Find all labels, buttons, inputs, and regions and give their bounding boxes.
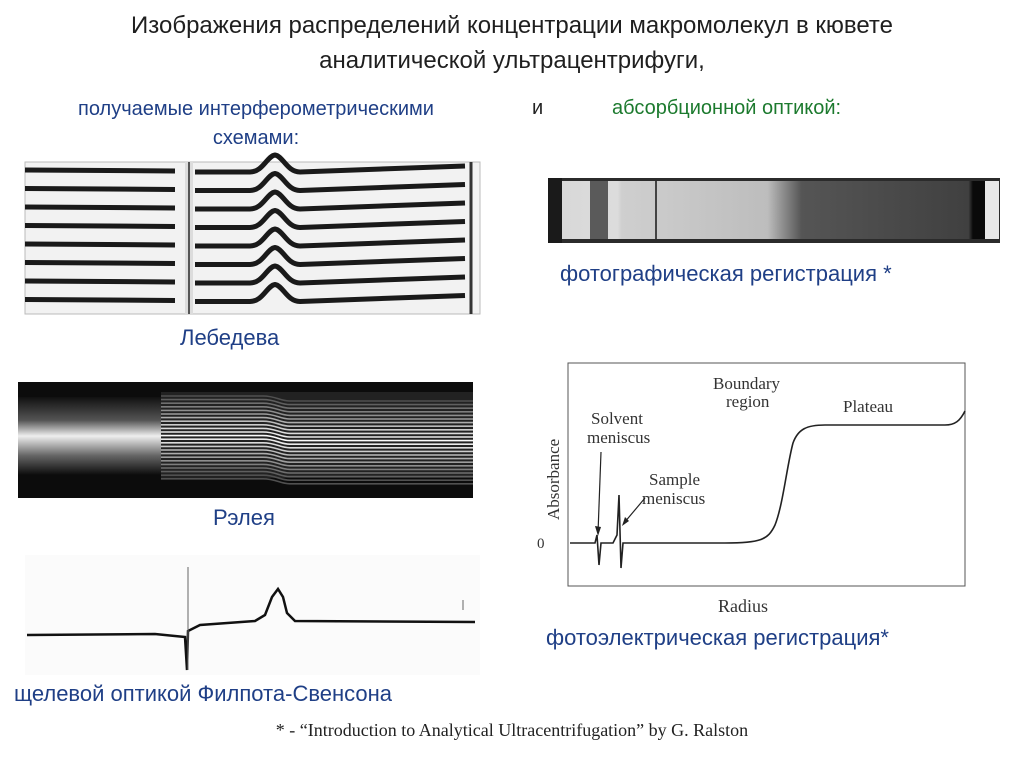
absorption-header: абсорбционной оптикой:: [612, 97, 842, 119]
sample-meniscus-label-2: meniscus: [642, 489, 705, 508]
rayleigh-fringe: [161, 463, 473, 471]
plateau-label: Plateau: [843, 397, 894, 416]
zero-tick-label: 0: [537, 536, 545, 552]
rayleigh-fringe: [161, 467, 473, 474]
lebedev-interferogram: [24, 152, 481, 315]
solvent-meniscus-label-2: meniscus: [587, 428, 650, 447]
lebedev-fringe: [24, 263, 466, 286]
conjunction-text: и: [532, 97, 544, 119]
boundary-region-label-1: Boundary: [713, 374, 781, 393]
rayleigh-fringe: [161, 416, 473, 424]
x-axis-label: Radius: [718, 596, 768, 616]
interferometric-header-line-1: получаемые интерферометрическими: [78, 98, 434, 120]
photographic-strip: [548, 178, 1000, 243]
caption-philpot-svensson: щелевой оптикой Филпота-Свенсона: [14, 681, 393, 706]
lebedev-fringe: [24, 207, 466, 231]
y-axis-label: Absorbance: [544, 439, 563, 520]
boundary-region-label-2: region: [726, 392, 770, 411]
rayleigh-fringe: [161, 434, 473, 442]
rayleigh-fringe: [161, 474, 473, 481]
caption-rayleigh: Рэлея: [213, 505, 275, 530]
rayleigh-fringe: [161, 406, 473, 413]
interferometric-header-line-2: схемами:: [212, 127, 300, 149]
solvent-meniscus-label-1: Solvent: [591, 409, 643, 428]
caption-photoelectric: фотоэлектрическая регистрация*: [546, 625, 889, 650]
rayleigh-fringes: [161, 395, 473, 485]
solvent-meniscus-pointer: [597, 451, 602, 534]
footnote: * - “Introduction to Analytical Ultracen…: [275, 720, 749, 740]
caption-lebedev: Лебедева: [180, 325, 280, 350]
lebedev-fringes: [24, 152, 466, 305]
rayleigh-fringe: [161, 460, 473, 467]
rayleigh-interferogram: [18, 382, 473, 498]
title-line-2: аналитической ультрацентрифуги,: [319, 47, 705, 74]
slide-title: Изображения распределений концентрации м…: [0, 8, 1024, 78]
interferometric-header: получаемые интерферометрическими схемами…: [18, 95, 494, 153]
sample-meniscus-label-1: Sample: [649, 470, 700, 489]
rayleigh-fringe: [161, 470, 473, 478]
philpot-svensson-trace: [25, 555, 480, 675]
rayleigh-fringe: [161, 420, 473, 427]
rayleigh-fringe: [161, 445, 473, 453]
absorbance-curve: [570, 410, 966, 569]
rayleigh-fringe: [161, 442, 473, 449]
sample-meniscus-pointer: [623, 497, 646, 524]
caption-photographic: фотографическая регистрация *: [560, 261, 892, 286]
rayleigh-fringe: [161, 456, 473, 463]
rayleigh-fringe: [161, 395, 473, 402]
rayleigh-fringe: [161, 478, 473, 485]
rayleigh-fringe: [161, 409, 473, 417]
title-line-1: Изображения распределений концентрации м…: [130, 12, 893, 39]
rayleigh-fringe: [161, 427, 473, 435]
rayleigh-fringe: [161, 402, 473, 409]
lebedev-fringe: [24, 226, 466, 249]
rayleigh-fringe: [161, 438, 473, 445]
rayleigh-fringe: [161, 398, 473, 406]
rayleigh-fringe: [161, 413, 473, 420]
rayleigh-fringe: [161, 424, 473, 431]
rayleigh-fringe: [161, 431, 473, 438]
lebedev-fringe: [24, 170, 466, 194]
lebedev-fringe: [24, 244, 466, 268]
rayleigh-fringe: [161, 452, 473, 460]
lebedev-fringe: [24, 152, 466, 175]
absorbance-diagram: Absorbance Radius 0 Solvent meniscus Sam…: [537, 362, 966, 616]
lebedev-fringe: [24, 281, 466, 305]
rayleigh-fringe: [161, 449, 473, 456]
lebedev-fringe: [24, 189, 466, 212]
